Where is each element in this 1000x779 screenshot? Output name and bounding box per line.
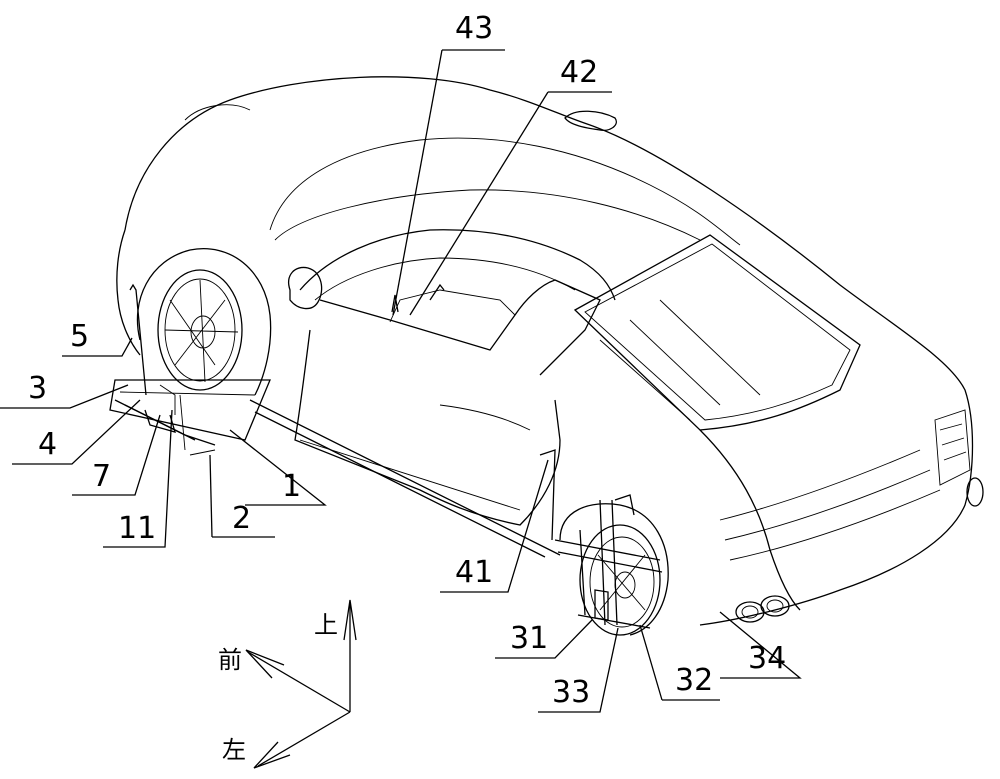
front-lift-device <box>109 283 271 456</box>
label-2: 2 <box>232 501 251 536</box>
label-31: 31 <box>510 621 548 656</box>
label-33: 33 <box>552 675 590 710</box>
label-32: 32 <box>675 663 713 698</box>
front-wheel <box>136 248 272 396</box>
label-11: 11 <box>118 511 156 546</box>
label-1: 1 <box>282 469 301 504</box>
leader-lines <box>0 49 802 713</box>
label-42: 42 <box>560 55 598 90</box>
label-4: 4 <box>38 427 57 462</box>
direction-up-label: 上 <box>314 611 338 639</box>
rear-wheel <box>559 503 669 636</box>
direction-front-label: 前 <box>218 646 242 674</box>
part-labels: 43 42 5 3 4 7 11 2 1 41 31 33 32 34 <box>28 11 786 710</box>
label-3: 3 <box>28 371 47 406</box>
label-34: 34 <box>748 641 786 676</box>
car-body <box>116 76 984 626</box>
direction-axes: 上 前 左 <box>218 599 357 769</box>
label-43: 43 <box>455 11 493 46</box>
direction-left-label: 左 <box>222 736 246 764</box>
rear-lift-device <box>539 449 663 629</box>
label-5: 5 <box>70 319 89 354</box>
label-41: 41 <box>455 555 493 590</box>
antennas <box>391 283 445 313</box>
label-7: 7 <box>92 459 111 494</box>
